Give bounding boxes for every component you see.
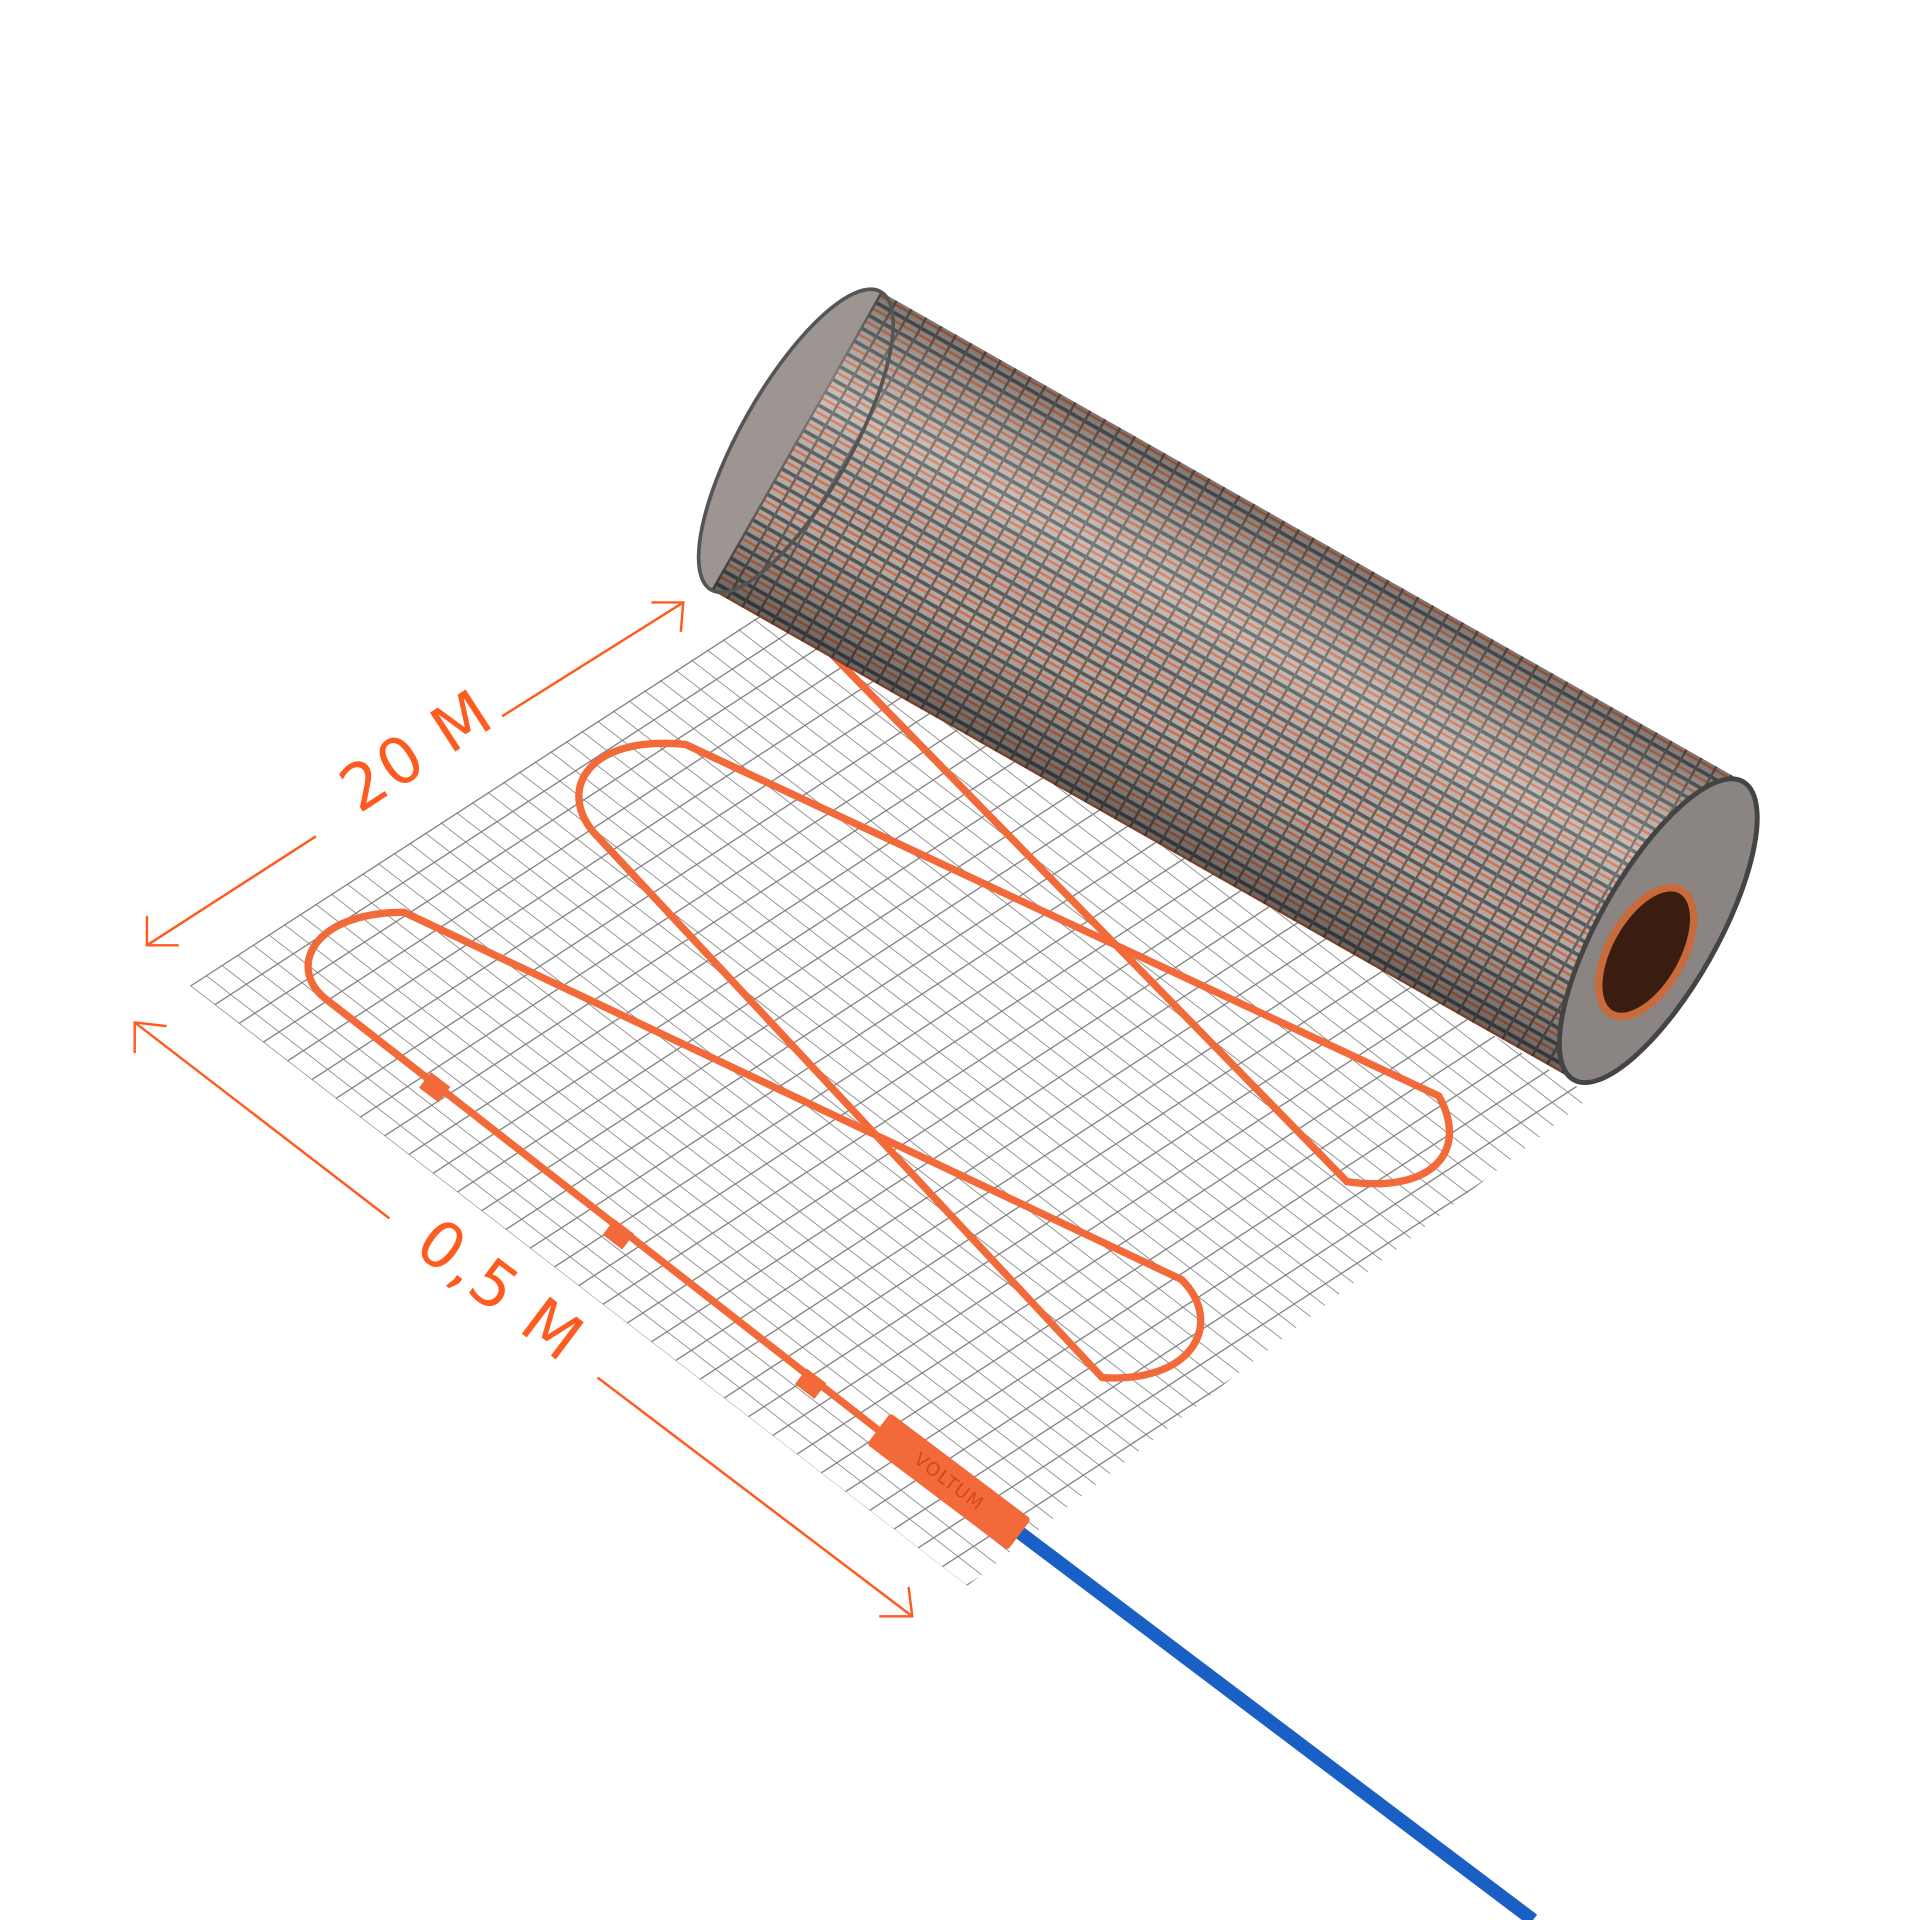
length-dimension: [145, 601, 685, 947]
heating-cable: [304, 609, 1453, 1436]
flat-mesh-sheet: [189, 600, 1592, 1586]
roll-core: [1595, 883, 1698, 1021]
cable-connector: VOLTUM: [868, 1414, 1030, 1549]
power-cable: [1009, 1522, 1538, 1920]
arrow-head-icon: [133, 1021, 167, 1054]
arrow-head-icon: [145, 915, 179, 947]
cable-clips: [419, 1072, 827, 1399]
arrow-head-icon: [651, 601, 685, 632]
mesh-roll: [696, 287, 1760, 1086]
width-dimension: [133, 1021, 914, 1618]
arrow-head-icon: [879, 1586, 914, 1618]
